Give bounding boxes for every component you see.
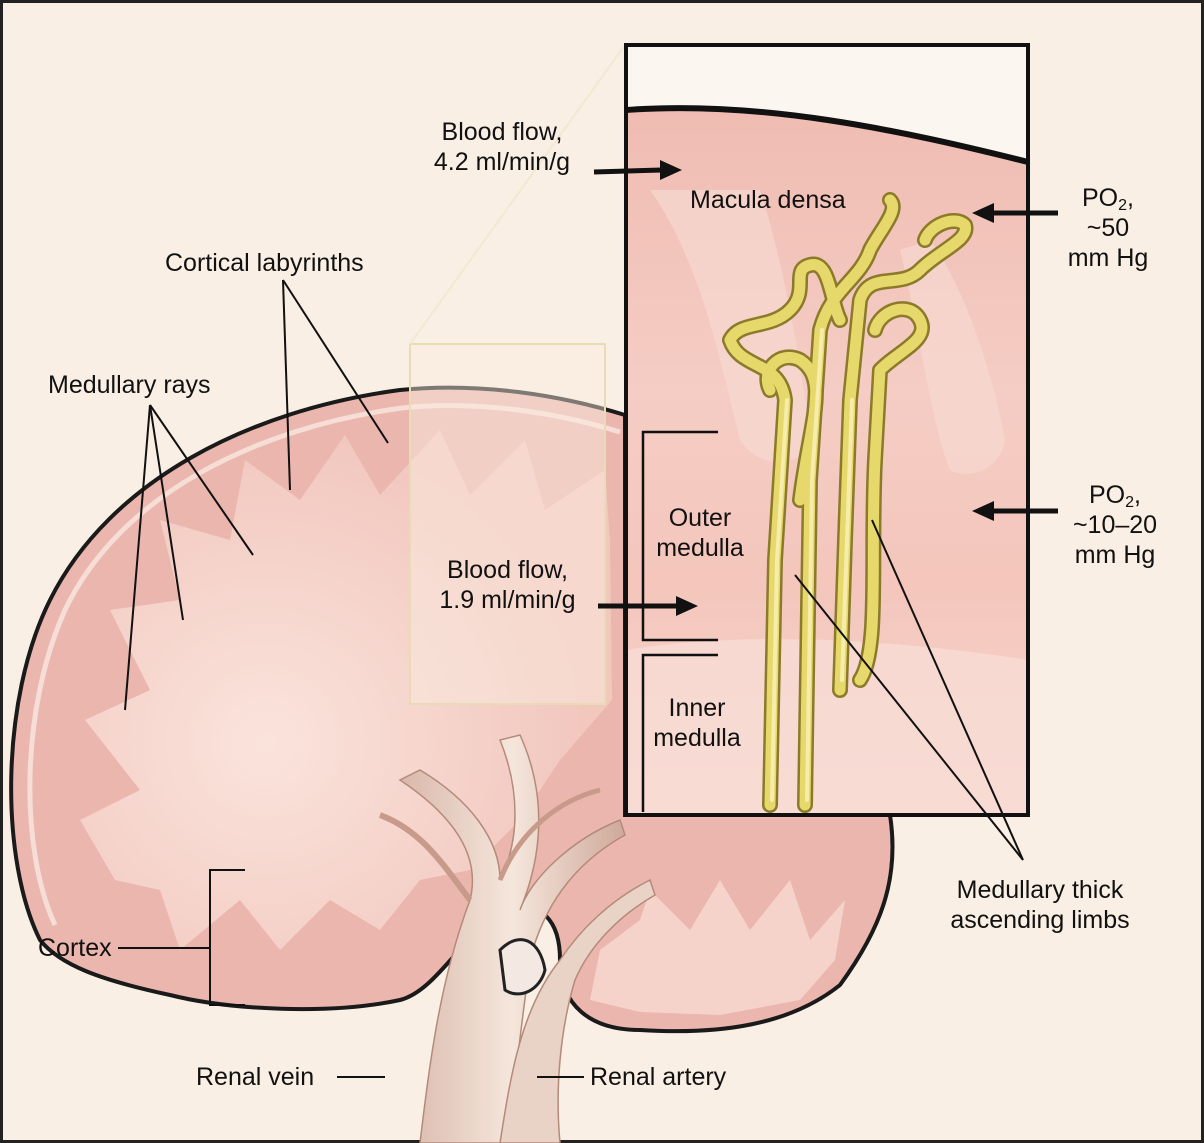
medullary-rays-label: Medullary rays bbox=[48, 370, 211, 400]
outer-medulla-label: Outer medulla bbox=[645, 503, 755, 563]
po2-cortex-unit: mm Hg bbox=[1048, 243, 1168, 273]
cortex-label: Cortex bbox=[38, 933, 112, 963]
po2-medulla-line1: PO2, bbox=[1050, 480, 1180, 510]
zoom-region bbox=[410, 344, 605, 704]
po2-cortex-line1: PO2, bbox=[1048, 183, 1168, 213]
blood-flow-cortex-label: Blood flow, 4.2 ml/min/g bbox=[412, 117, 592, 177]
po2-cortex-value: ~50 bbox=[1048, 213, 1168, 243]
blood-flow-medulla-line2: 1.9 ml/min/g bbox=[420, 585, 595, 615]
outer-medulla-line2: medulla bbox=[645, 533, 755, 563]
inner-medulla-label: Inner medulla bbox=[642, 693, 752, 753]
po2-cortex-subscript: 2 bbox=[1118, 197, 1127, 214]
po2-cortex-prefix: PO bbox=[1082, 184, 1118, 212]
blood-flow-cortex-line1: Blood flow, bbox=[412, 117, 592, 147]
po2-medulla-subscript: 2 bbox=[1125, 494, 1134, 511]
macula-densa-label: Macula densa bbox=[690, 185, 846, 215]
po2-medulla-unit: mm Hg bbox=[1050, 540, 1180, 570]
blood-flow-cortex-line2: 4.2 ml/min/g bbox=[412, 147, 592, 177]
po2-medulla-label: PO2, ~10–20 mm Hg bbox=[1050, 480, 1180, 570]
inner-medulla-line1: Inner bbox=[642, 693, 752, 723]
thick-ascending-limbs-line1: Medullary thick bbox=[925, 875, 1155, 905]
po2-medulla-value: ~10–20 bbox=[1050, 510, 1180, 540]
po2-medulla-prefix: PO bbox=[1089, 481, 1125, 509]
blood-flow-medulla-line1: Blood flow, bbox=[420, 555, 595, 585]
inner-medulla-line2: medulla bbox=[642, 723, 752, 753]
po2-medulla-suffix: , bbox=[1134, 481, 1141, 509]
renal-vein-label: Renal vein bbox=[196, 1062, 314, 1092]
cortical-labyrinths-label: Cortical labyrinths bbox=[165, 248, 364, 278]
outer-medulla-line1: Outer bbox=[645, 503, 755, 533]
thick-ascending-limbs-line2: ascending limbs bbox=[925, 905, 1155, 935]
thick-ascending-limbs-label: Medullary thick ascending limbs bbox=[925, 875, 1155, 935]
po2-cortex-suffix: , bbox=[1127, 184, 1134, 212]
po2-cortex-label: PO2, ~50 mm Hg bbox=[1048, 183, 1168, 273]
renal-artery-label: Renal artery bbox=[590, 1062, 726, 1092]
blood-flow-medulla-label: Blood flow, 1.9 ml/min/g bbox=[420, 555, 595, 615]
